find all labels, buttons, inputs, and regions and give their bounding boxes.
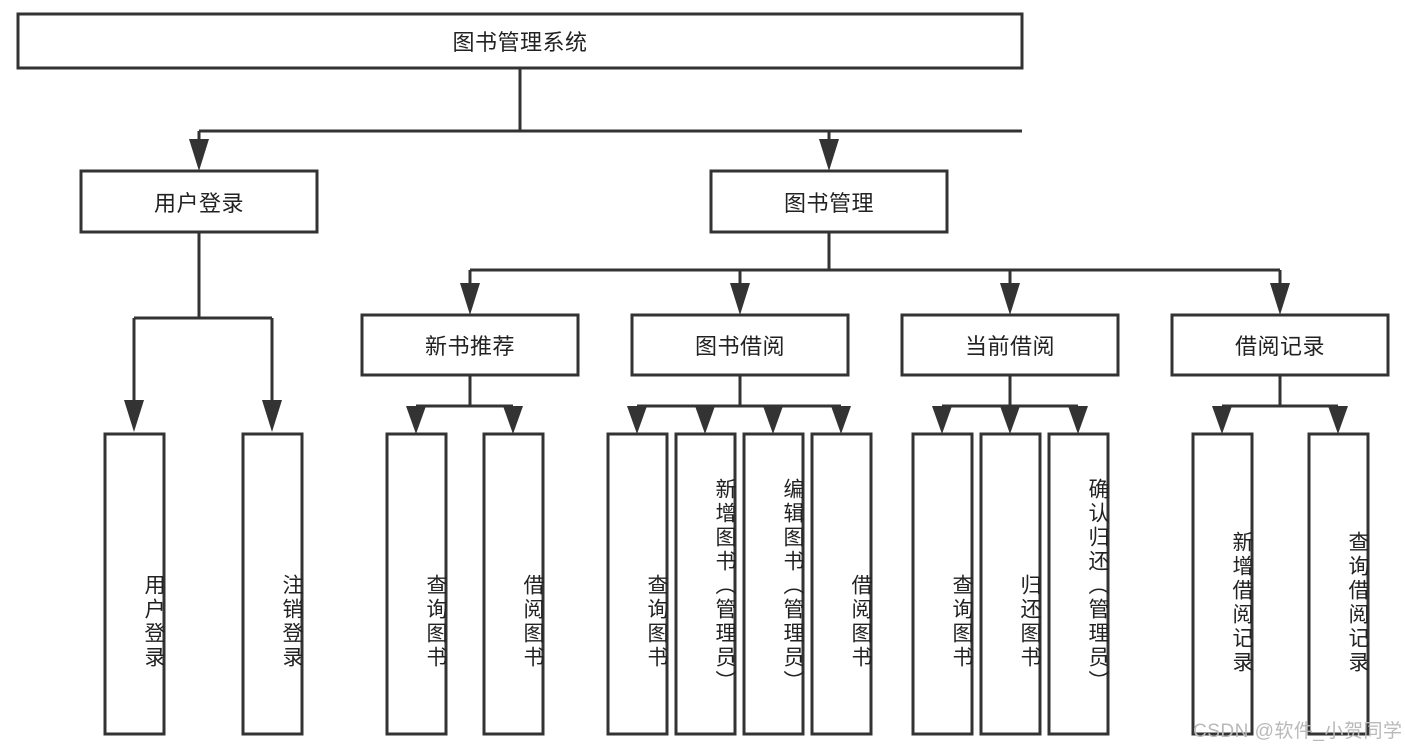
leaf-box-new-book-0[interactable] [385, 432, 448, 736]
connector-user-login-to-leaves [124, 232, 282, 432]
connector-book-borrow-to-leaves [627, 375, 851, 434]
leaf-box-book-borrow-2[interactable] [742, 432, 805, 736]
leaf-box-current-borrow-2[interactable] [1047, 432, 1110, 736]
connector-new-book-to-leaves [406, 375, 523, 434]
node-borrow-record[interactable] [1170, 313, 1390, 377]
leaf-box-new-book-1[interactable] [482, 432, 545, 736]
leaf-box-borrow-record-0[interactable] [1191, 432, 1254, 736]
leaf-box-user-login-0[interactable] [103, 432, 166, 736]
node-book-management[interactable] [709, 169, 949, 234]
connector-borrow-record-to-leaves [1212, 375, 1348, 434]
connector-book-manage-to-level3 [460, 232, 1290, 315]
leaf-box-current-borrow-0[interactable] [911, 432, 974, 736]
leaf-box-current-borrow-1[interactable] [979, 432, 1042, 736]
node-current-borrow[interactable] [900, 313, 1120, 377]
connector-current-borrow-to-leaves [932, 375, 1088, 434]
csdn-watermark: CSDN @软件_小贺同学 [1193, 721, 1403, 742]
node-user-login[interactable] [79, 169, 319, 234]
leaf-box-user-login-1[interactable] [241, 432, 304, 736]
leaf-box-book-borrow-0[interactable] [606, 432, 669, 736]
leaf-box-borrow-record-1[interactable] [1307, 432, 1370, 736]
leaf-box-book-borrow-3[interactable] [810, 432, 873, 736]
node-book-borrow[interactable] [630, 313, 850, 377]
leaf-box-book-borrow-1[interactable] [674, 432, 737, 736]
node-new-book-recommend[interactable] [360, 313, 580, 377]
connector-root-to-level2 [189, 68, 1022, 171]
node-root-book-management-system[interactable] [16, 12, 1024, 70]
